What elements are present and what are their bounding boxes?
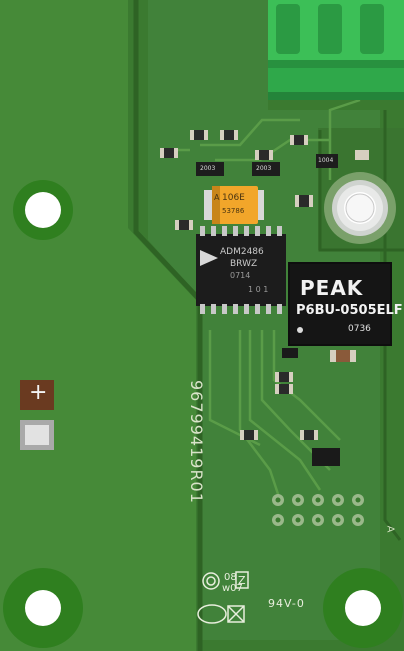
isolation-gap-right <box>383 110 402 541</box>
smd-components <box>160 130 369 466</box>
dcdc-code: 0736 <box>348 324 371 334</box>
isolator-chip-body <box>196 226 286 314</box>
mounting-hole-bottom-left <box>3 568 83 648</box>
mounting-hole-bottom-right <box>323 568 403 648</box>
tantalum-line1: 106E <box>222 193 245 203</box>
pad-square-inner <box>25 425 49 445</box>
ul-mark-label: 94V-0 <box>268 597 305 610</box>
resistor-3-label: 1004 <box>318 157 334 164</box>
date-code-suffix-label: Z <box>238 574 246 587</box>
tantalum-prefix: A <box>214 193 220 202</box>
mounting-hole-top-left <box>13 180 73 240</box>
tantalum-line2: 53786 <box>222 207 245 215</box>
date-code-top-label: 08 <box>224 572 237 583</box>
mounting-hole-plated <box>324 172 396 244</box>
ul-logo <box>197 571 249 624</box>
isolation-gap-left <box>133 0 203 651</box>
isolator-line1: ADM2486 <box>220 247 264 257</box>
isolator-line4: 1 0 1 <box>248 285 269 294</box>
dcdc-module-body <box>288 262 392 346</box>
ground-plane-left <box>0 0 196 651</box>
pad-plus <box>20 380 54 410</box>
resistor-1-label: 2003 <box>200 165 216 172</box>
terminal-block <box>268 0 404 100</box>
corner-marker-label: A <box>384 525 396 533</box>
dcdc-model: P6BU-0505ELF <box>296 303 403 318</box>
isolation-gap-mount <box>318 130 404 252</box>
recycle-logo <box>202 572 220 590</box>
isolator-line3: 0714 <box>230 271 251 280</box>
polarity-plus-label: + <box>29 380 48 405</box>
part-number-label: 96799419R01 <box>187 380 206 504</box>
date-code-bottom-label: w07 <box>222 583 243 594</box>
isolator-line2: BRWZ <box>230 259 258 269</box>
dcdc-brand: PEAK <box>300 276 364 300</box>
tantalum-cap-body <box>204 186 264 224</box>
resistor-2-label: 2003 <box>256 165 272 172</box>
